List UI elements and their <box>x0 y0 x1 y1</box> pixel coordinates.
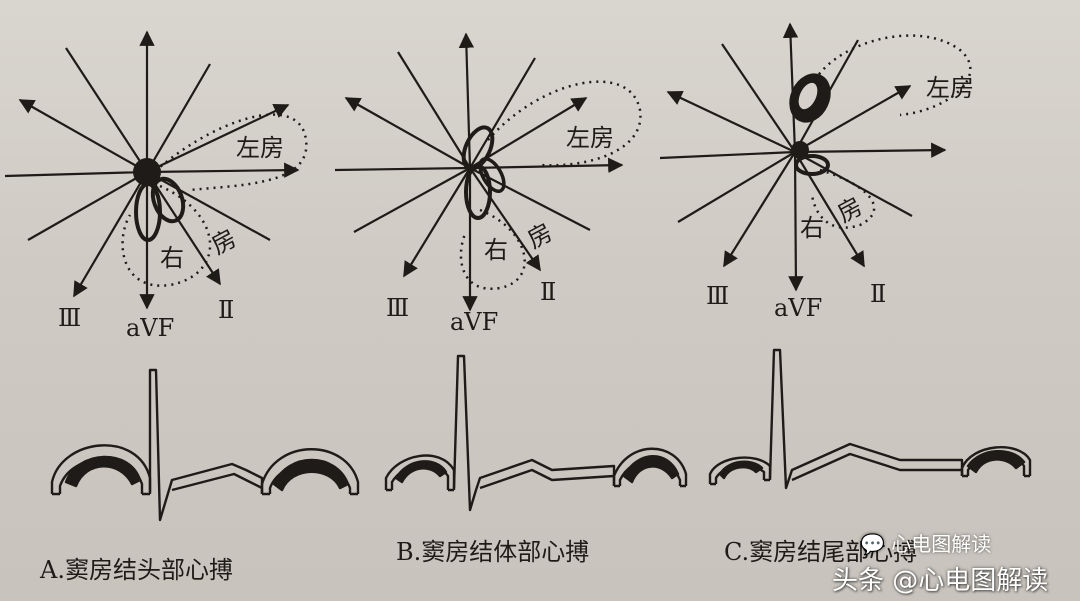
ecg-strip-a <box>50 368 360 522</box>
panel-c-lead-iii-label: Ⅲ <box>706 282 729 310</box>
panel-a-right-atrium-label-1: 右 <box>160 244 184 272</box>
caption-b: B.窦房结体部心搏 <box>396 538 589 566</box>
panel-b-right-atrium-label-1: 右 <box>484 236 508 264</box>
watermark-badge-icon: 💬 <box>860 532 885 556</box>
panel-a-lead-iii-label: Ⅲ <box>58 304 81 332</box>
panel-a-p-loop <box>121 113 308 287</box>
caption-c: C.窦房结尾部心搏 <box>724 538 917 566</box>
ecg-strip-c <box>708 348 1032 490</box>
panel-b-p-loop <box>459 80 642 291</box>
panel-a-right-atrium-label-2: 房 <box>207 224 241 260</box>
panel-c-lead-ii-label: Ⅱ <box>870 280 886 308</box>
watermark-text: 头条 @心电图解读 <box>832 566 1049 596</box>
panel-b-lead-iii-label: Ⅲ <box>386 294 409 322</box>
watermark-badge-text: 心电图解读 <box>891 532 992 556</box>
panel-c-left-atrium-label: 左房 <box>926 74 974 102</box>
panel-c-vector-star <box>659 22 947 292</box>
panel-a-lead-avf-label: aVF <box>126 314 174 342</box>
panel-b-vector-star <box>334 32 624 312</box>
panel-c-p-loop <box>789 34 972 229</box>
panel-a-vector-star <box>4 30 300 310</box>
panel-b-lead-avf-label: aVF <box>450 308 498 336</box>
panel-b-left-atrium-label: 左房 <box>566 124 614 152</box>
ecg-strip-b <box>384 354 688 512</box>
panel-b-lead-ii-label: Ⅱ <box>540 278 556 306</box>
panel-b-right-atrium-label-2: 房 <box>523 218 557 254</box>
panel-a-left-atrium-label: 左房 <box>236 134 284 162</box>
caption-a: A.窦房结头部心搏 <box>39 556 233 584</box>
watermark-badge: 💬 心电图解读 <box>860 528 991 557</box>
panel-a-lead-ii-label: Ⅱ <box>218 296 234 324</box>
panel-c-lead-avf-label: aVF <box>774 294 822 322</box>
panel-c-right-atrium-label-1: 右 <box>800 214 824 242</box>
